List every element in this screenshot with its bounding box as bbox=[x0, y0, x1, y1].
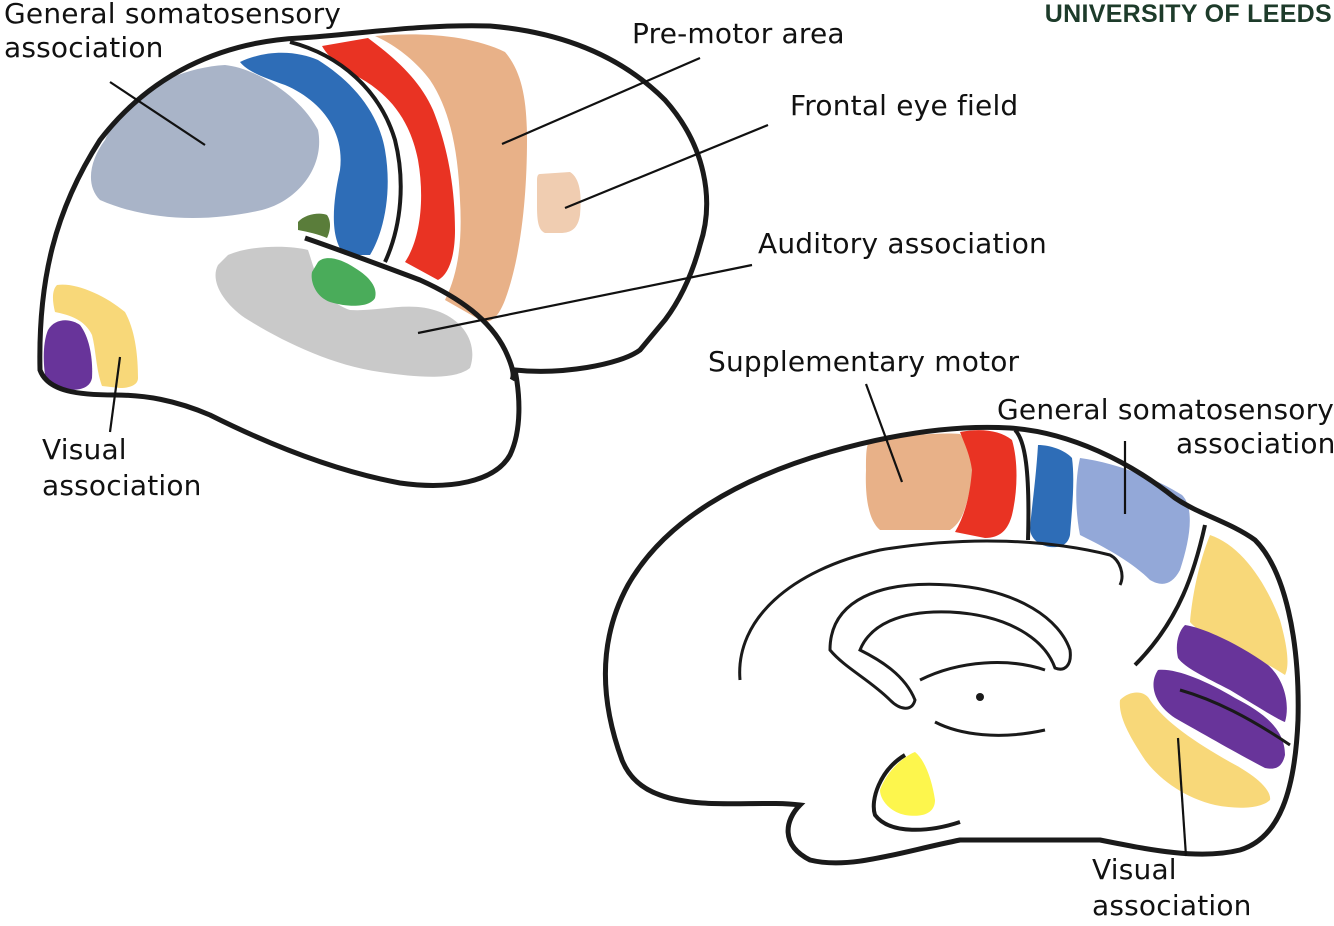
leader-visual-medial bbox=[1176, 737, 1188, 857]
region-supplementary-motor bbox=[865, 433, 973, 530]
medial-brain-outline bbox=[603, 424, 1301, 866]
leader-somatosensory bbox=[109, 81, 206, 146]
region-olfactory bbox=[880, 752, 935, 816]
region-primary-visual-medial-upper bbox=[1176, 625, 1287, 722]
parieto-occipital-sulcus bbox=[1133, 524, 1207, 667]
label-medial-somatosensory-line1: General somatosensory bbox=[997, 393, 1334, 426]
region-primary-motor-medial bbox=[955, 430, 1017, 538]
leader-frontal-eye bbox=[564, 123, 769, 210]
corpus-callosum-outer bbox=[828, 582, 1072, 710]
label-lateral-visual-line2: association bbox=[42, 469, 202, 502]
calcarine-sulcus bbox=[1179, 688, 1291, 747]
medial-central-sulcus bbox=[1013, 428, 1031, 541]
region-primary-somatosensory-medial bbox=[1030, 445, 1074, 548]
label-medial-visual-line1: Visual bbox=[1092, 853, 1177, 886]
region-general-somatosensory-medial bbox=[1076, 458, 1190, 584]
lateral-brain-view bbox=[37, 23, 769, 488]
region-primary-visual-medial-lower bbox=[1153, 669, 1285, 769]
interthalamic-dot bbox=[976, 693, 984, 701]
medial-brain-view bbox=[603, 383, 1301, 866]
region-visual-association-medial-upper bbox=[1190, 535, 1288, 675]
label-premotor: Pre-motor area bbox=[632, 17, 845, 50]
cingulate-gyrus-line bbox=[738, 539, 1124, 681]
label-lateral-somatosensory-line2: association bbox=[4, 31, 164, 64]
hypothalamus-line bbox=[934, 720, 1046, 737]
region-primary-somatosensory bbox=[240, 52, 388, 255]
label-auditory-association: Auditory association bbox=[758, 227, 1047, 260]
label-medial-somatosensory-line2: association bbox=[1176, 427, 1334, 460]
region-visual-association-medial-lower bbox=[1119, 692, 1271, 808]
region-gustatory bbox=[298, 213, 331, 238]
label-supplementary-motor: Supplementary motor bbox=[708, 345, 1020, 378]
lateral-leader-lines bbox=[108, 56, 769, 433]
region-primary-visual bbox=[43, 320, 93, 390]
label-lateral-visual-line1: Visual bbox=[42, 433, 127, 466]
region-visual-association bbox=[52, 284, 139, 388]
label-frontal-eye-field: Frontal eye field bbox=[790, 89, 1019, 122]
region-primary-motor bbox=[322, 38, 455, 280]
leader-premotor bbox=[501, 56, 701, 146]
region-general-somatosensory-association bbox=[90, 65, 320, 219]
label-medial-visual-line2: association bbox=[1092, 889, 1252, 922]
medial-leader-lines bbox=[864, 383, 1188, 857]
region-pre-motor-area bbox=[375, 34, 527, 322]
leader-supplementary bbox=[864, 383, 904, 483]
lateral-sulcus bbox=[304, 235, 516, 382]
region-frontal-eye-field bbox=[537, 172, 581, 233]
region-auditory-association bbox=[215, 246, 473, 377]
brainstem-line bbox=[871, 753, 961, 832]
region-primary-auditory bbox=[311, 258, 376, 306]
thalamus-line bbox=[919, 661, 1046, 682]
leader-auditory bbox=[417, 263, 753, 335]
central-sulcus bbox=[289, 40, 403, 263]
label-lateral-somatosensory-line1: General somatosensory bbox=[4, 0, 342, 30]
leader-visual bbox=[108, 356, 122, 433]
university-logo: UNIVERSITY OF LEEDS bbox=[1044, 0, 1332, 28]
